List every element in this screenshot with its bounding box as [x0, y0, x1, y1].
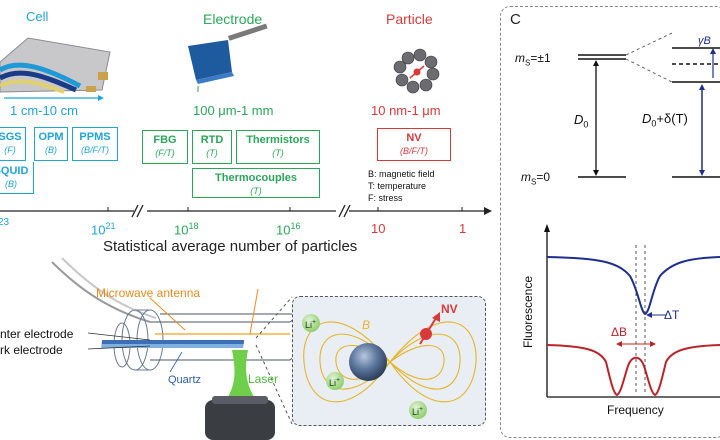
cell-range: 1 cm-10 cm	[10, 103, 78, 118]
d0-d: D	[574, 112, 584, 127]
laser-label: Laser	[248, 372, 279, 386]
ms-0-label: mS=0	[521, 171, 550, 186]
rtd-label: RTD	[200, 134, 224, 146]
nv-inset-label: NV	[441, 302, 458, 316]
li-ion-3-symbol: Li	[412, 407, 420, 417]
rtd-sub: (T)	[206, 148, 218, 158]
work-electrode-label: rk electrode	[0, 343, 63, 357]
opm-box: OPM (B)	[34, 127, 68, 161]
li-ion-2-symbol: Li	[329, 378, 337, 388]
li-ion-3: Li+	[412, 406, 423, 417]
li-ion-1-symbol: Li	[305, 320, 313, 330]
sgs-box: SGS (F)	[0, 127, 26, 161]
ms-pm1-sub: S	[525, 58, 531, 68]
axis-tick-10: 10	[371, 221, 386, 236]
electrode-title: Electrode	[203, 11, 263, 27]
li-ion-2: Li+	[329, 377, 340, 388]
thermistors-label: Thermistors	[246, 134, 310, 146]
ms-pm1-val: =±1	[530, 51, 551, 65]
d0-delta-sub: 0	[651, 118, 657, 129]
d0-delta-label: D0+δ(T)	[642, 112, 688, 129]
ms-pm1-label: mS=±1	[515, 52, 551, 67]
d0-sub: 0	[583, 119, 589, 130]
d0-delta-rest: +δ(T)	[656, 111, 688, 126]
d0-delta-d: D	[642, 111, 652, 126]
axis-label: Statistical average number of particles	[103, 238, 358, 255]
legend-t: T: temperature	[368, 181, 427, 191]
ppms-label: PPMS	[79, 131, 111, 143]
li-ion-1-charge: +	[312, 319, 317, 326]
axis-tick-1e21: 1021	[91, 221, 116, 238]
cell-title: Cell	[26, 9, 49, 24]
axis-tick-1e16-base: 10	[276, 222, 291, 238]
axis-tick-1e21-exp: 21	[105, 221, 116, 231]
squid-label: SQUID	[0, 165, 29, 177]
delta-t-label: ΔT	[664, 308, 680, 322]
delta-b-label: ΔB	[611, 325, 628, 339]
fbg-sub: (F/T)	[155, 148, 175, 158]
opm-label: OPM	[38, 131, 64, 143]
axis-tick-1e18-base: 10	[174, 222, 189, 238]
legend-b: B: magnetic field	[368, 169, 435, 179]
particle-title: Particle	[386, 11, 433, 27]
thermocouples-sub: (T)	[250, 186, 262, 196]
fluorescence-axis-label: Fluorescence	[521, 275, 535, 349]
thermocouples-label: Thermocouples	[215, 172, 297, 184]
frequency-axis-label: Frequency	[607, 403, 664, 417]
b-field-label: B	[362, 318, 371, 332]
thermistors-sub: (T)	[272, 148, 284, 158]
ppms-sub: (B/F/T)	[81, 145, 109, 155]
axis-tick-1e16-exp: 16	[290, 221, 301, 231]
ms-0-m: m	[521, 170, 531, 184]
axis-exp-23: 23	[0, 217, 10, 228]
sgs-sub: (F)	[4, 145, 16, 155]
opm-sub: (B)	[45, 145, 57, 155]
legend-f: F: stress	[368, 193, 403, 203]
axis-tick-1e18-exp: 18	[188, 221, 199, 231]
fbg-label: FBG	[153, 134, 177, 146]
ppms-box: PPMS (B/F/T)	[72, 127, 118, 161]
li-ion-1: Li+	[305, 319, 316, 330]
axis-tick-1e21-base: 10	[91, 222, 106, 238]
nv-box: NV (B/F/T)	[377, 128, 451, 161]
nv-sub: (B/F/T)	[400, 146, 428, 156]
squid-sub: (B)	[5, 179, 17, 189]
d0-label: D0	[574, 113, 588, 130]
thermocouples-box: Thermocouples (T)	[192, 168, 320, 198]
ms-0-val: =0	[536, 170, 551, 184]
gamma-b-label: γB	[698, 35, 711, 47]
squid-box: SQUID (B)	[0, 162, 34, 194]
nv-label: NV	[406, 132, 422, 144]
particle-range: 10 nm-1 μm	[371, 103, 441, 118]
ms-pm1-m: m	[515, 51, 525, 65]
sgs-label: SGS	[0, 131, 22, 143]
quartz-label: Quartz	[168, 374, 202, 386]
fbg-box: FBG (F/T)	[142, 130, 188, 164]
ms-0-sub: S	[531, 177, 537, 187]
axis-tick-1e18: 1018	[174, 221, 199, 238]
counter-electrode-label: nter electrode	[0, 327, 74, 341]
electrode-range: 100 μm-1 mm	[193, 103, 274, 118]
axis-tick-1: 1	[459, 221, 467, 236]
li-ion-2-charge: +	[336, 377, 341, 384]
rtd-box: RTD (T)	[192, 130, 232, 164]
thermistors-box: Thermistors (T)	[236, 130, 320, 164]
microwave-antenna-label: Microwave antenna	[96, 286, 201, 300]
li-ion-3-charge: +	[419, 406, 424, 413]
panel-c-frame	[500, 6, 720, 438]
axis-tick-1e16: 1016	[276, 221, 301, 238]
panel-c-letter: C	[510, 11, 521, 28]
